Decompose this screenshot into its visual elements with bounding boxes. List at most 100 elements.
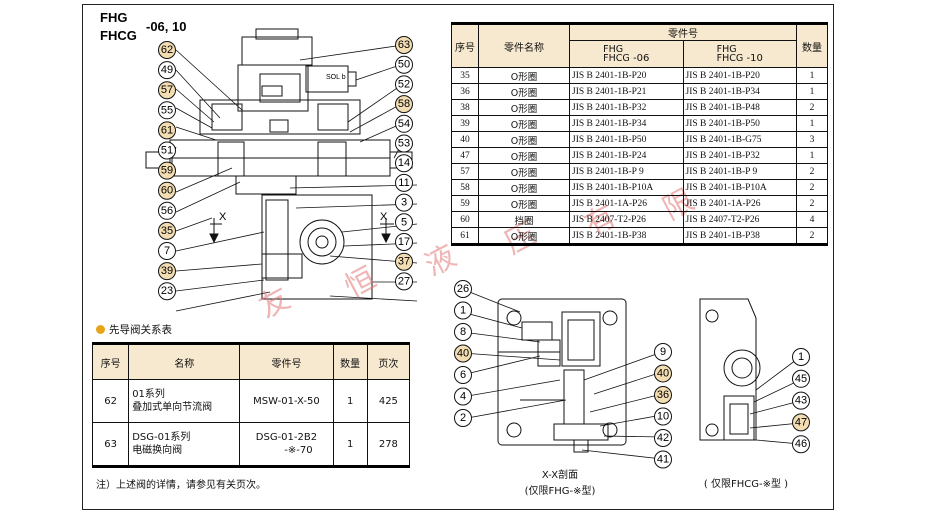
callout-balloon xyxy=(395,252,413,271)
part-number-10-cell: JIS B 2401-1B-P32 xyxy=(682,147,797,164)
callout-balloon xyxy=(654,343,672,361)
part-qty-cell: 1 xyxy=(796,83,828,100)
pilot-page: 425 xyxy=(366,379,411,423)
part-number-10-cell: JIS B 2401-1B-P34 xyxy=(682,83,797,100)
part-no-cell: 60 xyxy=(451,211,479,228)
callout-number: 5 xyxy=(401,216,407,228)
callout-number: 53 xyxy=(398,138,410,150)
callout-balloon xyxy=(654,407,672,426)
part-name-cell: O形圈 xyxy=(478,99,570,116)
callout-balloon xyxy=(395,55,413,74)
callout-balloon xyxy=(158,201,176,220)
bullet-icon xyxy=(96,325,105,334)
part-number-06-cell: JIS B 2401-1B-P20 xyxy=(569,67,684,84)
callout-balloon xyxy=(158,282,176,301)
callout-balloon xyxy=(158,101,176,120)
callout-number: 56 xyxy=(161,205,173,217)
part-name-cell: O形圈 xyxy=(478,227,570,246)
callout-number: 55 xyxy=(161,104,173,116)
part-qty-cell: 2 xyxy=(796,195,828,212)
pilot-no: 63 xyxy=(91,422,130,468)
part-no-cell: 40 xyxy=(451,131,479,148)
pilot-name: DSG-01系列电磁换向阀 xyxy=(128,422,241,468)
part-qty-cell: 2 xyxy=(796,227,828,246)
callout-balloon xyxy=(395,95,413,114)
part-number-06-cell: JIS B 2401-1A-P26 xyxy=(569,195,684,212)
pilot-header-qty: 数量 xyxy=(332,342,368,380)
callout-number: 11 xyxy=(398,177,409,189)
table-row: 63 DSG-01系列电磁换向阀 DSG-01-2B2-※-70 1 278 xyxy=(91,422,411,468)
callout-number: 40 xyxy=(457,348,469,360)
callout-balloon xyxy=(454,280,472,298)
callout-number: 51 xyxy=(161,145,173,157)
callout-balloon xyxy=(654,386,672,404)
callout-number: 2 xyxy=(460,412,466,424)
callout-number: 39 xyxy=(161,265,173,277)
part-qty-cell: 4 xyxy=(796,211,828,228)
callout-balloon xyxy=(454,323,472,341)
callout-number: 6 xyxy=(460,369,466,381)
section-caption-sub: (仅限FHG-※型) xyxy=(524,486,596,497)
callout-number: 26 xyxy=(457,283,469,295)
section-mark-left: X xyxy=(219,211,227,223)
part-no-cell: 38 xyxy=(451,99,479,116)
part-qty-cell: 2 xyxy=(796,163,828,180)
part-qty-cell: 1 xyxy=(796,147,828,164)
callout-number: 54 xyxy=(398,118,410,130)
part-number-10-cell: JIS B 2401-1A-P26 xyxy=(682,195,797,212)
callout-number: 59 xyxy=(161,165,173,177)
callout-balloon xyxy=(158,262,176,281)
section-caption: X-X剖面 (仅限FHG-※型) xyxy=(500,468,620,500)
callout-balloon xyxy=(395,36,413,54)
callout-balloon xyxy=(792,435,810,454)
pilot-header-part-no: 零件号 xyxy=(239,342,334,380)
callout-number: 8 xyxy=(460,326,466,338)
callout-number: 36 xyxy=(657,389,669,401)
col-header-qty: 数量 xyxy=(796,22,828,68)
part-no-cell: 58 xyxy=(451,179,479,196)
footnote: 注）上述阀的详情，请参见有关页次。 xyxy=(96,480,266,491)
callout-number: 60 xyxy=(161,185,173,197)
callout-balloon xyxy=(792,391,810,410)
callout-balloon xyxy=(158,41,176,59)
part-number-10-cell: JIS B 2401-1B-P48 xyxy=(682,99,797,116)
pilot-part-no: DSG-01-2B2-※-70 xyxy=(239,422,334,468)
part-number-10-cell: JIS B 2401-1B-P10A xyxy=(682,179,797,196)
callout-balloon xyxy=(654,429,672,447)
pilot-page: 278 xyxy=(366,422,411,468)
callout-balloon xyxy=(792,369,810,388)
model-title-fhg: FHG xyxy=(100,10,128,25)
callout-balloon xyxy=(454,366,472,384)
callout-balloon xyxy=(395,233,413,251)
part-qty-cell: 1 xyxy=(796,67,828,84)
callout-balloon xyxy=(158,161,176,180)
pilot-header-no: 序号 xyxy=(91,342,130,380)
col-header-part-no: 零件号 xyxy=(569,22,797,41)
callout-number: 3 xyxy=(401,197,407,209)
callout-number: 27 xyxy=(398,275,410,287)
callout-number: 9 xyxy=(660,346,666,358)
callout-number: 41 xyxy=(657,454,669,466)
model-size-suffix: -06, 10 xyxy=(146,19,187,34)
part-number-06-cell: JIS B 2401-1B-P38 xyxy=(569,227,684,246)
pilot-no: 62 xyxy=(91,379,130,423)
part-number-06-cell: JIS B 2401-1B-P24 xyxy=(569,147,684,164)
part-name-cell: O形圈 xyxy=(478,195,570,212)
part-number-06-cell: JIS B 2401-1B-P 9 xyxy=(569,163,684,180)
part-name-cell: O形圈 xyxy=(478,179,570,196)
col-header-no: 序号 xyxy=(451,22,479,68)
callout-balloon xyxy=(395,193,413,212)
callout-number: 1 xyxy=(798,351,804,363)
callout-number: 52 xyxy=(398,78,410,90)
pilot-qty: 1 xyxy=(332,422,368,468)
pilot-header-name: 名称 xyxy=(128,342,241,380)
col-header-name: 零件名称 xyxy=(478,22,570,68)
